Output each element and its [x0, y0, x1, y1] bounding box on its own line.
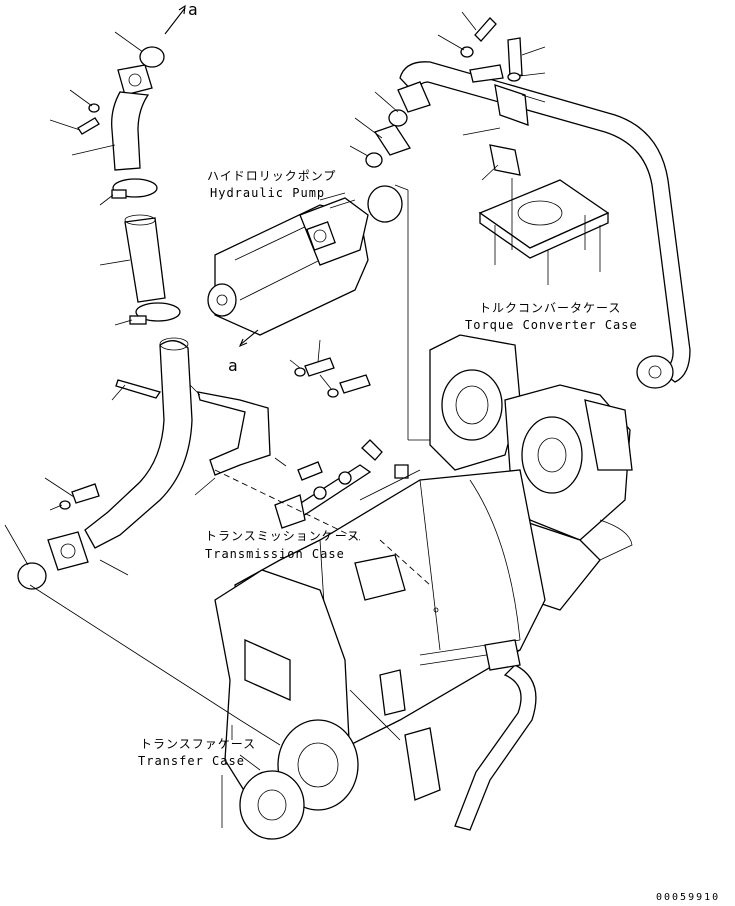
cooler-hose — [454, 664, 537, 831]
view-ref-a-pump: a — [228, 356, 239, 375]
transfer-case-label-en: Transfer Case — [138, 754, 245, 768]
upper-elbow-pipe — [111, 91, 150, 171]
transfer-case — [214, 569, 441, 840]
o-ring-upper — [139, 46, 165, 68]
suction-piping-group — [4, 4, 193, 590]
o-ring-top — [388, 109, 408, 127]
pump-mount-bracket — [189, 339, 371, 496]
clamp-bracket — [489, 144, 521, 176]
transmission-case-label-en: Transmission Case — [205, 547, 345, 561]
pipe-flange-top — [397, 81, 431, 113]
transmission-case-label-jp: トランスミッションケース — [205, 529, 361, 543]
suction-hose — [124, 217, 166, 303]
hydraulic-pump-label-jp: ハイドロリックポンプ — [207, 169, 337, 183]
adapter-flange — [374, 124, 411, 156]
hydraulic-pump — [207, 192, 369, 348]
document-number: 00059910 — [656, 892, 721, 903]
lower-flange-bolt — [71, 483, 100, 504]
torque-converter-case-label-en: Torque Converter Case — [465, 318, 638, 332]
delivery-piping-group — [349, 11, 691, 441]
hose-clamp-lower — [135, 302, 181, 322]
hydraulic-pump-label-en: Hydraulic Pump — [210, 186, 326, 200]
clip-bracket — [115, 379, 162, 399]
torque-converter-case-label-jp: トルクコンバータケース — [479, 301, 622, 315]
upper-elbow-flange — [117, 64, 153, 96]
suction-tube — [84, 340, 193, 549]
flange-bolt — [77, 117, 100, 135]
mount-plate — [478, 179, 610, 249]
lower-flange — [47, 531, 89, 571]
view-ref-a-top: a — [188, 0, 199, 19]
o-ring-large — [367, 185, 403, 223]
lower-flange-washer — [59, 500, 71, 510]
torque-converter-case — [429, 334, 633, 611]
pipe-clamp — [494, 84, 529, 126]
transfer-case-label-jp: トランスファケース — [140, 737, 257, 751]
o-ring-lower — [17, 562, 47, 590]
